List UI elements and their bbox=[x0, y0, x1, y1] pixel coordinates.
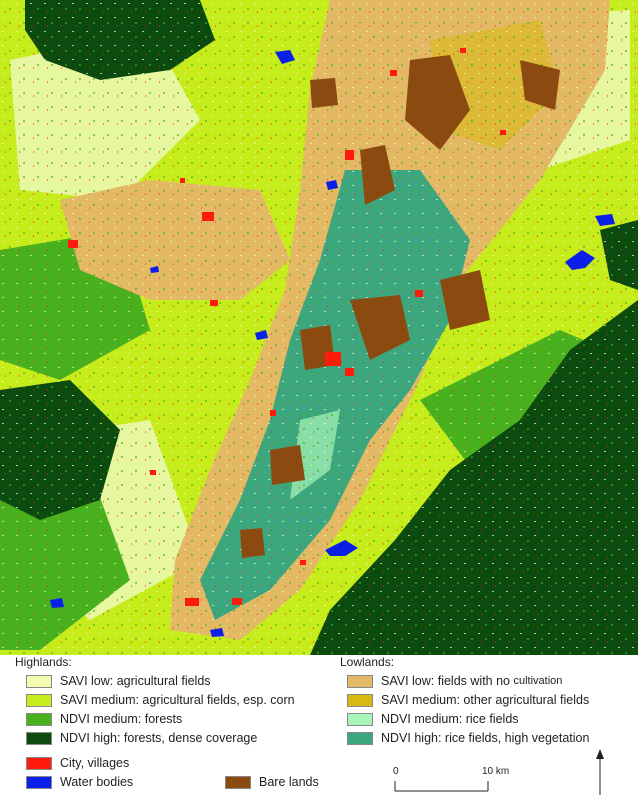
water-body bbox=[275, 50, 295, 64]
legend-item-ndvi-high-lowland: NDVI high: rice fields, high vegetation bbox=[347, 729, 589, 747]
legend-item-ndvi-medium-lowland: NDVI medium: rice fields bbox=[347, 710, 519, 728]
city-village-markers bbox=[68, 48, 506, 606]
highlands-heading: Highlands: bbox=[15, 655, 72, 669]
scale-unit: km bbox=[495, 766, 510, 777]
legend-label: SAVI low: agricultural fields bbox=[60, 674, 211, 688]
legend-item-city-villages: City, villages bbox=[26, 754, 129, 772]
legend-label: NDVI medium: forests bbox=[60, 712, 183, 726]
north-arrow-icon bbox=[596, 749, 604, 795]
land-cover-map bbox=[0, 0, 638, 655]
water-body bbox=[325, 540, 358, 556]
legend-swatch bbox=[347, 674, 373, 688]
map-legend: Highlands: Lowlands: SAVI low: agricultu… bbox=[0, 655, 638, 809]
scale-end-label: 10 km bbox=[482, 766, 509, 777]
legend-item-ndvi-medium-highland: NDVI medium: forests bbox=[26, 710, 182, 728]
legend-item-bare-lands: Bare lands bbox=[225, 773, 319, 791]
legend-label: NDVI high: forests, dense coverage bbox=[60, 731, 258, 745]
legend-item-water-bodies: Water bodies bbox=[26, 773, 133, 791]
legend-item-savi-low-highland: SAVI low: agricultural fields bbox=[26, 672, 211, 690]
bare-land-patch bbox=[350, 295, 410, 360]
water-body bbox=[255, 330, 268, 340]
legend-label: NDVI medium: rice fields bbox=[381, 712, 519, 726]
bare-land-patch bbox=[240, 528, 265, 558]
lowlands-heading: Lowlands: bbox=[340, 655, 395, 669]
legend-swatch bbox=[225, 775, 251, 789]
scale-end-value: 10 bbox=[482, 766, 494, 777]
scale-bar-line bbox=[394, 781, 489, 792]
legend-label: SAVI medium: other agricultural fields bbox=[381, 693, 590, 707]
legend-swatch bbox=[347, 731, 373, 745]
bare-land-patch bbox=[520, 60, 560, 110]
scale-start-label: 0 bbox=[393, 766, 399, 777]
legend-label-small: cultivation bbox=[513, 675, 563, 687]
legend-label: NDVI high: rice fields, high vegetation bbox=[381, 731, 590, 745]
water-body bbox=[210, 628, 224, 637]
water-body bbox=[595, 214, 615, 226]
legend-swatch bbox=[26, 674, 52, 688]
legend-item-savi-medium-highland: SAVI medium: agricultural fields, esp. c… bbox=[26, 691, 295, 709]
legend-label: Water bodies bbox=[60, 775, 134, 789]
legend-item-savi-low-lowland: SAVI low: fields with no cultivation bbox=[347, 672, 562, 690]
water-body bbox=[565, 250, 595, 270]
legend-swatch bbox=[26, 756, 52, 770]
legend-item-savi-medium-lowland: SAVI medium: other agricultural fields bbox=[347, 691, 589, 709]
water-body bbox=[150, 266, 159, 273]
legend-label: SAVI low: fields with no bbox=[381, 674, 514, 688]
legend-swatch bbox=[347, 693, 373, 707]
legend-swatch bbox=[26, 712, 52, 726]
legend-swatch bbox=[26, 693, 52, 707]
bare-land-patch bbox=[270, 445, 305, 485]
legend-label: SAVI medium: agricultural fields, esp. c… bbox=[60, 693, 295, 707]
legend-swatch bbox=[347, 712, 373, 726]
legend-swatch bbox=[26, 775, 52, 789]
bare-land-patch bbox=[440, 270, 490, 330]
bare-land-patch bbox=[310, 78, 338, 108]
bare-land-patch bbox=[360, 145, 395, 205]
water-body bbox=[326, 180, 338, 190]
legend-item-ndvi-high-highland: NDVI high: forests, dense coverage bbox=[26, 729, 257, 747]
water-body bbox=[50, 598, 64, 608]
legend-label: City, villages bbox=[60, 756, 130, 770]
legend-swatch bbox=[26, 731, 52, 745]
legend-label: Bare lands bbox=[259, 775, 319, 789]
bare-land-patch bbox=[405, 55, 470, 150]
